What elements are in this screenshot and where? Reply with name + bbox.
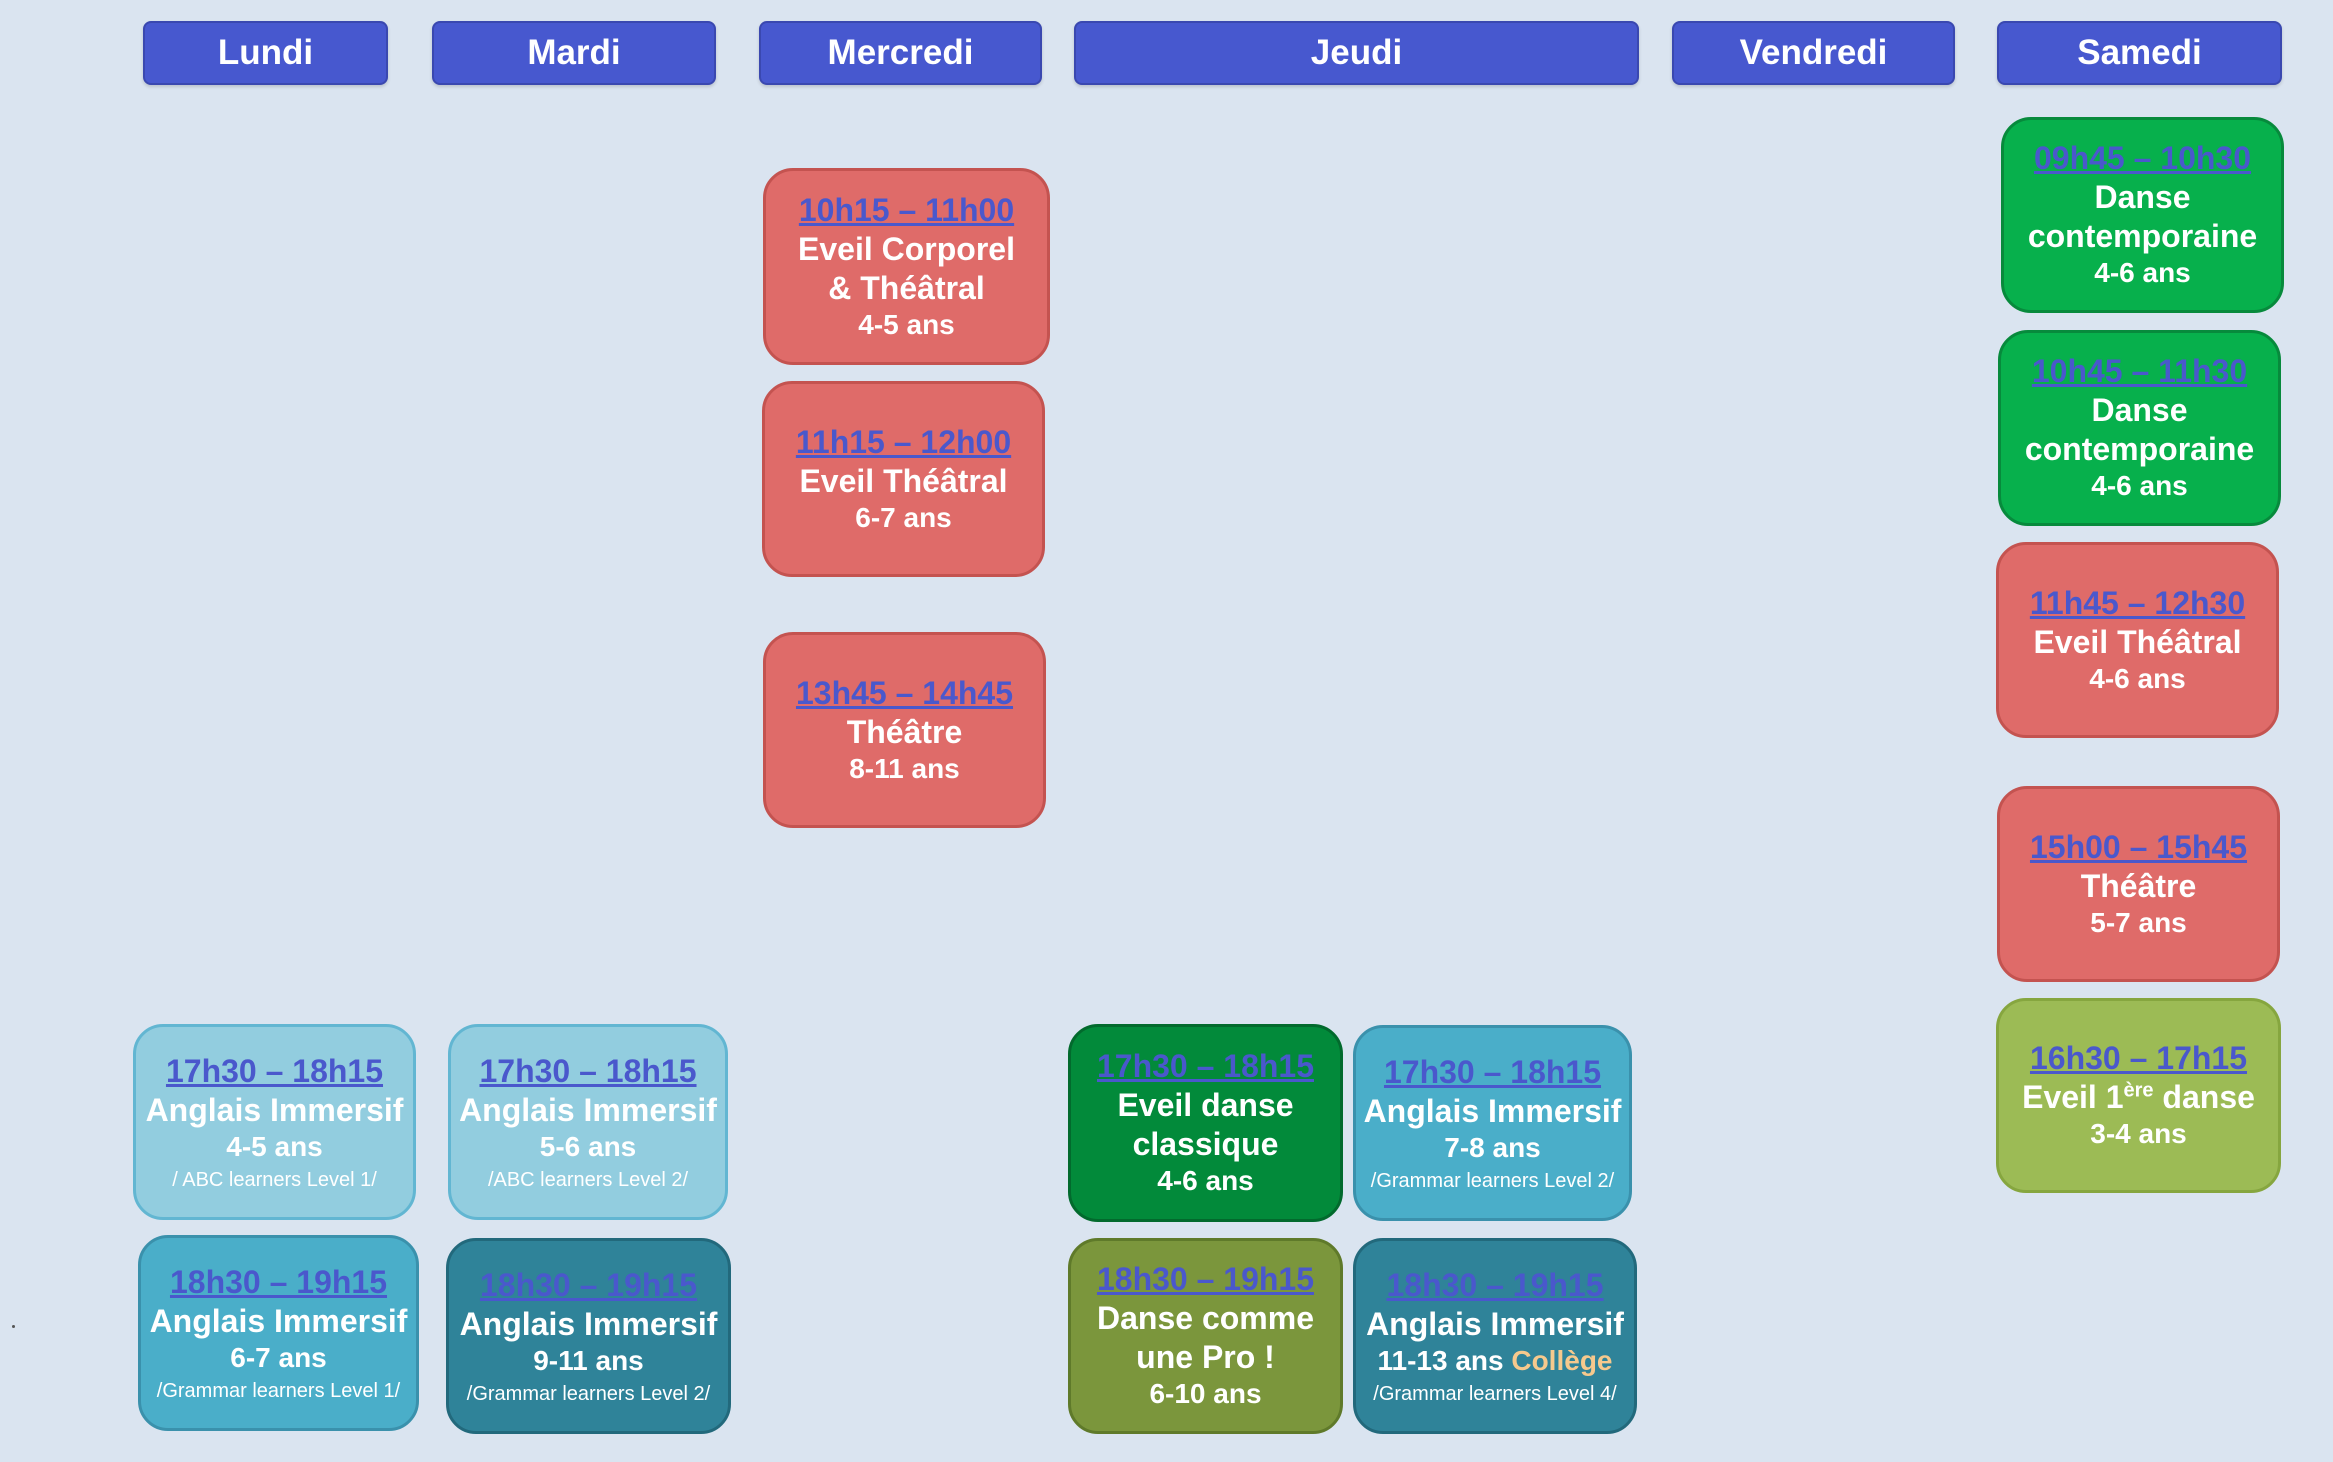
class-time[interactable]: 10h45 – 11h30	[2031, 353, 2248, 390]
class-card-samedi-danse-1[interactable]: 09h45 – 10h30 Danse contemporaine 4-6 an…	[2001, 117, 2284, 313]
class-time[interactable]: 17h30 – 18h15	[1383, 1053, 1602, 1090]
class-time[interactable]: 18h30 – 19h15	[1386, 1266, 1604, 1303]
class-age: 8-11 ans	[849, 752, 960, 784]
day-header-vendredi: Vendredi	[1672, 21, 1955, 85]
class-title: contemporaine	[2024, 431, 2255, 468]
class-age: 6-7 ans	[230, 1341, 327, 1373]
class-card-mardi-anglais-2[interactable]: 18h30 – 19h15 Anglais Immersif 9-11 ans …	[446, 1238, 731, 1434]
class-age: 4-6 ans	[2091, 470, 2188, 502]
class-time[interactable]: 11h45 – 12h30	[2029, 584, 2246, 621]
class-title: Anglais Immersif	[459, 1091, 717, 1128]
day-header-mercredi: Mercredi	[759, 21, 1042, 85]
class-card-jeudi-eveil-danse-classique[interactable]: 17h30 – 18h15 Eveil danse classique 4-6 …	[1068, 1024, 1343, 1222]
class-age: 4-5 ans	[226, 1130, 323, 1162]
class-card-lundi-anglais-2[interactable]: 18h30 – 19h15 Anglais Immersif 6-7 ans /…	[138, 1235, 419, 1431]
class-age: 6-7 ans	[855, 501, 952, 533]
class-card-mercredi-eveil-theatral[interactable]: 11h15 – 12h00 Eveil Théâtral 6-7 ans	[762, 381, 1045, 577]
class-level: /Grammar learners Level 4/	[1373, 1382, 1617, 1405]
class-title: Danse comme	[1097, 1300, 1314, 1337]
class-title: Anglais Immersif	[145, 1091, 404, 1128]
class-title: Anglais Immersif	[1366, 1305, 1624, 1342]
class-title: Eveil Corporel	[798, 230, 1015, 267]
class-level: /Grammar learners Level 2/	[466, 1382, 711, 1405]
class-title: Anglais Immersif	[459, 1305, 718, 1342]
class-age: 5-7 ans	[2090, 906, 2187, 938]
class-title: Eveil Théâtral	[799, 462, 1008, 499]
class-time[interactable]: 13h45 – 14h45	[795, 674, 1014, 711]
day-header-lundi: Lundi	[143, 21, 388, 85]
class-time[interactable]: 18h30 – 19h15	[169, 1263, 388, 1300]
class-age: 6-10 ans	[1149, 1378, 1262, 1410]
class-title: contemporaine	[2027, 218, 2258, 255]
stray-dot	[12, 1325, 15, 1328]
day-header-mardi: Mardi	[432, 21, 716, 85]
class-card-jeudi-anglais-2[interactable]: 18h30 – 19h15 Anglais Immersif 11-13 ans…	[1353, 1238, 1637, 1434]
class-title: Eveil 1ère danse	[2022, 1079, 2255, 1116]
class-time[interactable]: 10h15 – 11h00	[798, 191, 1015, 228]
class-age: 11-13 ans Collège	[1377, 1344, 1613, 1376]
class-card-samedi-theatre[interactable]: 15h00 – 15h45 Théâtre 5-7 ans	[1997, 786, 2280, 982]
class-card-mercredi-theatre[interactable]: 13h45 – 14h45 Théâtre 8-11 ans	[763, 632, 1046, 828]
class-title: Eveil danse	[1117, 1087, 1294, 1124]
class-age: 5-6 ans	[539, 1130, 637, 1162]
class-time[interactable]: 09h45 – 10h30	[2033, 140, 2252, 177]
class-title: Anglais Immersif	[149, 1302, 408, 1339]
class-time[interactable]: 18h30 – 19h15	[1096, 1261, 1315, 1298]
class-title: Eveil Théâtral	[2033, 623, 2242, 660]
class-time[interactable]: 16h30 – 17h15	[2029, 1040, 2248, 1077]
class-age: 7-8 ans	[1444, 1131, 1541, 1163]
class-card-samedi-eveil-danse[interactable]: 16h30 – 17h15 Eveil 1ère danse 3-4 ans	[1996, 998, 2281, 1193]
class-title: Anglais Immersif	[1363, 1092, 1622, 1129]
college-label: Collège	[1511, 1344, 1613, 1376]
class-age: 9-11 ans	[533, 1344, 644, 1376]
class-time[interactable]: 17h30 – 18h15	[1096, 1048, 1315, 1085]
class-level: /Grammar learners Level 2/	[1370, 1169, 1615, 1192]
class-time[interactable]: 15h00 – 15h45	[2029, 828, 2248, 865]
class-age: 4-6 ans	[2089, 662, 2186, 694]
class-time[interactable]: 17h30 – 18h15	[479, 1052, 697, 1089]
class-age: 4-6 ans	[1157, 1165, 1254, 1197]
class-age: 4-5 ans	[858, 308, 955, 340]
class-card-jeudi-danse-pro[interactable]: 18h30 – 19h15 Danse comme une Pro ! 6-10…	[1068, 1238, 1343, 1434]
class-title: Théâtre	[2080, 867, 2197, 904]
class-card-lundi-anglais-1[interactable]: 17h30 – 18h15 Anglais Immersif 4-5 ans /…	[133, 1024, 416, 1220]
class-level: /ABC learners Level 2/	[487, 1168, 689, 1191]
class-title: classique	[1132, 1126, 1279, 1163]
class-age: 3-4 ans	[2090, 1118, 2187, 1150]
class-card-samedi-eveil-theatral[interactable]: 11h45 – 12h30 Eveil Théâtral 4-6 ans	[1996, 542, 2279, 738]
class-card-mercredi-eveil-corporel[interactable]: 10h15 – 11h00 Eveil Corporel & Théâtral …	[763, 168, 1050, 365]
class-level: / ABC learners Level 1/	[172, 1168, 377, 1191]
class-card-mardi-anglais-1[interactable]: 17h30 – 18h15 Anglais Immersif 5-6 ans /…	[448, 1024, 728, 1220]
superscript: ère	[2123, 1079, 2154, 1102]
class-title: une Pro !	[1136, 1339, 1275, 1376]
day-header-samedi: Samedi	[1997, 21, 2282, 85]
class-time[interactable]: 18h30 – 19h15	[479, 1266, 698, 1303]
day-header-jeudi: Jeudi	[1074, 21, 1639, 85]
class-title: Danse	[2094, 179, 2191, 216]
class-title: Théâtre	[846, 713, 963, 750]
class-age: 4-6 ans	[2094, 257, 2191, 289]
class-card-jeudi-anglais-1[interactable]: 17h30 – 18h15 Anglais Immersif 7-8 ans /…	[1353, 1025, 1632, 1221]
class-title: Danse	[2091, 392, 2188, 429]
class-card-samedi-danse-2[interactable]: 10h45 – 11h30 Danse contemporaine 4-6 an…	[1998, 330, 2281, 526]
class-time[interactable]: 11h15 – 12h00	[795, 423, 1012, 460]
class-title: & Théâtral	[828, 269, 985, 306]
class-level: /Grammar learners Level 1/	[156, 1379, 401, 1402]
class-time[interactable]: 17h30 – 18h15	[165, 1052, 384, 1089]
